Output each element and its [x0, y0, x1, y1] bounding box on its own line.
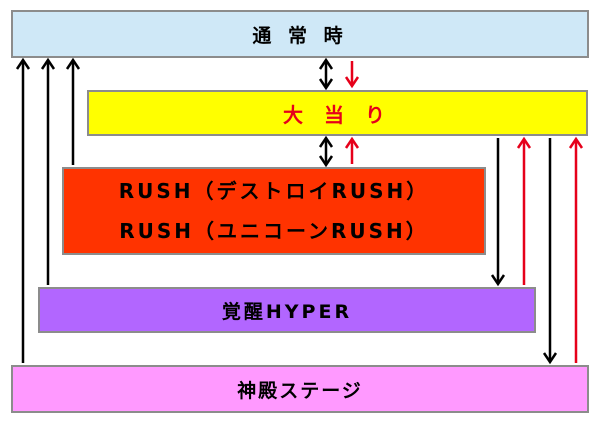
rush-state-box: RUSH（デストロイRUSH） RUSH（ユニコーンRUSH） [62, 167, 486, 255]
hyper-state-label: 覚醒HYPER [221, 300, 353, 323]
arrow-rush-to-jackpot-head [344, 136, 360, 149]
arrow-normal-jackpot-head-start [318, 57, 334, 70]
arrow-normal-jackpot-head [318, 78, 334, 91]
arrow-hyper-to-normal-head [40, 57, 56, 70]
normal-state-label: 通 常 時 [252, 24, 348, 47]
shinden-state-label: 神殿ステージ [237, 379, 363, 402]
shinden-state-box: 神殿ステージ [11, 365, 589, 413]
arrow-rush-to-normal-head [65, 57, 81, 70]
jackpot-state-label: 大 当 り [283, 102, 392, 127]
arrow-jackpot-to-hyper-head [490, 274, 506, 287]
normal-state-box: 通 常 時 [11, 10, 589, 58]
arrow-jackpot-to-normal-head [344, 76, 360, 89]
arrow-jackpot-rush-head-start [318, 135, 334, 148]
rush-unicorn-label: RUSH（ユニコーンRUSH） [119, 219, 429, 243]
rush-destroy-label: RUSH（デストロイRUSH） [118, 179, 430, 203]
arrow-shinden-to-normal-head [15, 57, 31, 70]
hyper-state-box: 覚醒HYPER [38, 287, 536, 333]
arrow-jackpot-to-shinden-head [542, 352, 558, 365]
jackpot-state-box: 大 当 り [87, 90, 588, 136]
arrow-hyper-to-jackpot-head [516, 136, 532, 149]
arrow-jackpot-rush-head [318, 155, 334, 168]
arrow-shinden-to-jackpot-head [568, 136, 584, 149]
